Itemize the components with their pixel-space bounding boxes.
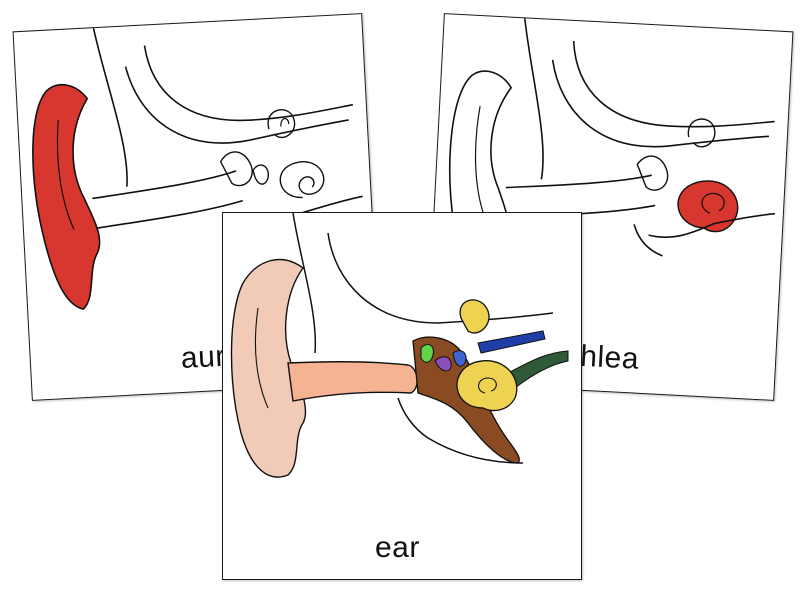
part-vestibular-nerve xyxy=(477,330,546,354)
part-canals xyxy=(459,299,490,334)
ear-diagram-cochlea xyxy=(449,18,775,298)
part-canal xyxy=(287,361,418,402)
cochlea-shape xyxy=(677,180,739,233)
part-auricle xyxy=(230,258,307,478)
part-malleus xyxy=(420,344,434,363)
part-stapes xyxy=(452,350,467,367)
card-label: ear xyxy=(375,531,420,564)
cochlea-card[interactable]: cochlea xyxy=(424,13,794,401)
ear-diagram-full xyxy=(230,213,569,478)
ear-card[interactable]: ear xyxy=(222,212,582,580)
part-cochlea xyxy=(456,360,518,412)
auricle-shape xyxy=(32,83,101,310)
part-incus xyxy=(434,356,452,372)
part-cochlear-nerve xyxy=(507,350,569,389)
